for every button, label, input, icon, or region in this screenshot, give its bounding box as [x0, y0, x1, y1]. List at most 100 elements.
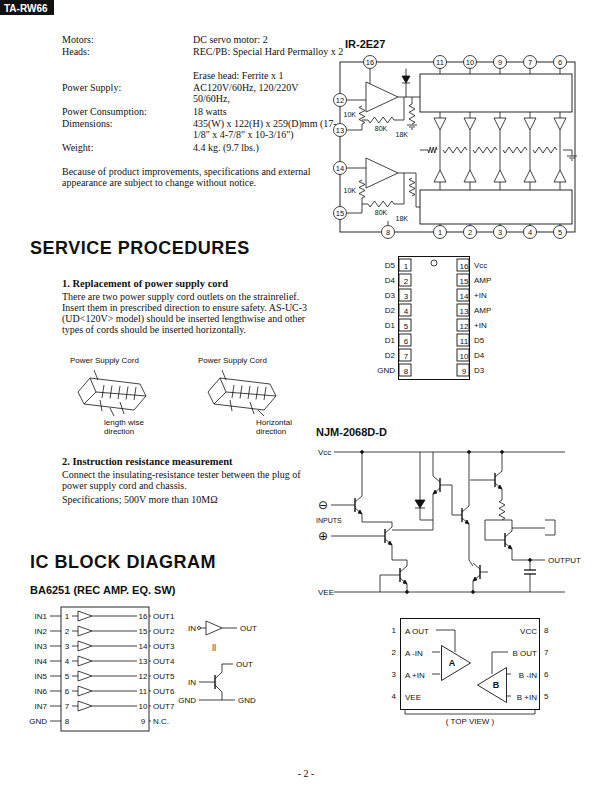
pin-label: VCC	[520, 627, 537, 636]
pin-terminal	[334, 162, 347, 175]
transistor-symbol	[473, 577, 477, 581]
body-text: Because of product improvements, specifi…	[62, 166, 312, 188]
pin-number: 10	[460, 352, 469, 361]
wire	[362, 204, 368, 205]
wire	[502, 452, 503, 471]
pin-lead	[149, 646, 151, 647]
pin-label: +IN	[474, 291, 487, 300]
resistor-symbol	[359, 106, 365, 124]
pin-number: 9	[462, 367, 466, 376]
buffer-symbol	[78, 686, 92, 696]
buffer-symbol	[78, 671, 92, 681]
plug-rib	[110, 386, 112, 399]
comparator-symbol	[524, 170, 536, 182]
pin-label: 10	[139, 702, 148, 711]
transistor-symbol	[462, 506, 469, 512]
pin-label: 6	[65, 687, 69, 696]
comparator-symbol	[494, 170, 506, 182]
wire	[530, 68, 531, 74]
pin-box	[457, 274, 469, 286]
wire	[412, 97, 413, 104]
ic-title: BA6251 (REC AMP. EQ. SW)	[30, 584, 175, 596]
opamp-symbol	[366, 158, 398, 188]
wire	[331, 536, 377, 537]
transistor-symbol	[473, 575, 480, 581]
wire	[530, 130, 531, 150]
pin-box	[399, 319, 411, 331]
transistor-symbol	[385, 539, 392, 545]
wire	[362, 452, 363, 496]
pin-number: 5	[558, 228, 562, 237]
wire	[92, 661, 137, 662]
wire	[433, 452, 434, 476]
body-text: Heads:	[62, 46, 90, 57]
body-text: - 2 -	[298, 768, 315, 779]
pin-label: IN2	[35, 627, 47, 636]
ic-title: NJM-2068D-D	[316, 426, 387, 438]
transistor-symbol	[508, 545, 512, 549]
wire	[398, 97, 420, 98]
pin-number: 3	[498, 228, 502, 237]
pin-label: B OUT	[513, 649, 537, 658]
buffer-symbol	[206, 621, 222, 635]
capacitor-symbol	[524, 569, 536, 570]
pin-label: D2	[385, 306, 395, 315]
pin-number: 11	[436, 58, 444, 67]
subheading: 2. Instruction resistance measurement	[62, 456, 233, 467]
pin-box	[457, 319, 469, 331]
transistor-symbol	[497, 540, 505, 541]
comparator-symbol	[524, 118, 536, 130]
pin-number: 8	[386, 228, 390, 237]
pin-label: +IN	[474, 321, 487, 330]
wire	[420, 452, 421, 500]
wire	[470, 112, 471, 118]
wire	[502, 489, 503, 500]
wire	[72, 631, 78, 632]
pin-label: 2	[65, 627, 69, 636]
transistor-symbol	[433, 490, 437, 494]
pin-label: 3	[392, 670, 396, 679]
transistor-symbol	[377, 536, 385, 537]
opamp-symbol	[366, 82, 398, 112]
resistor-symbol	[428, 147, 437, 153]
triangle-outline	[478, 668, 507, 703]
leader-line	[94, 370, 98, 380]
pin-box	[399, 274, 411, 286]
wire	[469, 452, 470, 506]
wire	[470, 182, 471, 190]
pin-terminal	[554, 56, 567, 69]
component-value: 10K	[344, 111, 356, 118]
wire	[222, 628, 237, 629]
comparator-symbol	[434, 170, 446, 182]
resistor-symbol	[359, 180, 365, 198]
transistor-symbol	[388, 541, 392, 545]
input-symbol: ⊖	[318, 498, 328, 512]
section-heading: SERVICE PROCEDURES	[30, 238, 250, 259]
pin-terminal	[464, 226, 477, 239]
pin-terminal	[494, 226, 507, 239]
plug-rib	[232, 385, 234, 398]
pin-label: OUT4	[153, 657, 174, 666]
transistor-symbol	[215, 685, 222, 700]
pin-label: A OUT	[405, 627, 429, 636]
pin-label: D4	[474, 351, 484, 360]
pin-label: D5	[385, 261, 395, 270]
body-text: Specifications; 500V more than 10MΩ	[62, 494, 218, 505]
pin-lead	[50, 721, 61, 722]
ic-package	[61, 607, 149, 731]
transistor-symbol	[433, 488, 440, 494]
pin-label: IN4	[35, 657, 47, 666]
wire	[432, 674, 440, 675]
pin-number: 1	[438, 228, 442, 237]
wire	[563, 150, 572, 156]
plug-body	[78, 378, 146, 410]
wire	[380, 575, 392, 592]
wire	[512, 528, 545, 529]
wire	[331, 505, 347, 506]
pin-number: 16	[460, 262, 469, 271]
pin-number: 3	[404, 292, 408, 301]
wire	[347, 100, 367, 101]
body-text: AC120V/60Hz, 120/220V 50/60Hz,	[193, 82, 305, 104]
wire	[470, 68, 471, 74]
pin-label: VEE	[318, 588, 334, 597]
